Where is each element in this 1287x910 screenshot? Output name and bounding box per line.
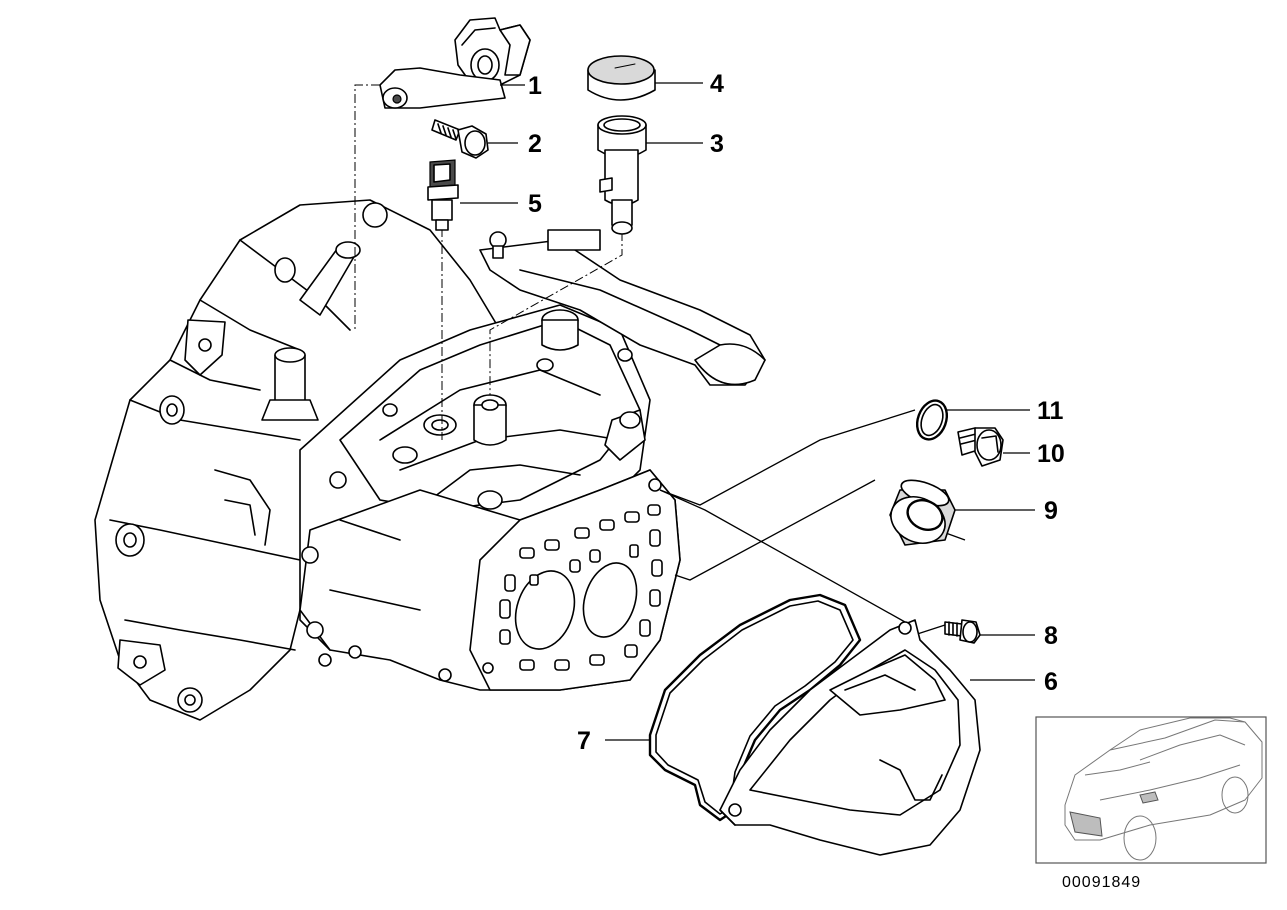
callout-2: 2 bbox=[528, 130, 542, 158]
part-7-gasket[interactable] bbox=[648, 593, 862, 822]
part-9-seal[interactable] bbox=[883, 475, 956, 552]
callout-5: 5 bbox=[528, 190, 542, 218]
vehicle-inset bbox=[1035, 716, 1267, 864]
part-2-bolt[interactable] bbox=[431, 119, 489, 159]
diagram-reference-number: 00091849 bbox=[1062, 874, 1141, 891]
callout-9: 9 bbox=[1044, 497, 1058, 525]
part-4-cap[interactable] bbox=[587, 55, 656, 101]
callout-7: 7 bbox=[577, 727, 591, 755]
part-8-bolt[interactable] bbox=[944, 619, 981, 644]
callout-6: 6 bbox=[1044, 668, 1058, 696]
housing-perforations bbox=[499, 504, 663, 671]
callout-4: 4 bbox=[710, 70, 724, 98]
part-1-shift-bracket[interactable] bbox=[379, 17, 531, 109]
callout-11: 11 bbox=[1037, 397, 1064, 425]
callout-3: 3 bbox=[710, 130, 724, 158]
callout-10: 10 bbox=[1037, 440, 1065, 468]
part-5-sensor[interactable] bbox=[427, 159, 459, 231]
callout-leaders bbox=[460, 82, 1035, 741]
callout-1: 1 bbox=[528, 72, 542, 100]
callout-labels: 1 2 3 4 5 6 7 8 9 10 11 bbox=[528, 70, 1065, 755]
car-icon bbox=[1064, 717, 1263, 861]
part-3-sleeve[interactable] bbox=[597, 115, 647, 235]
part-11-o-ring[interactable] bbox=[912, 396, 952, 443]
part-6-cover[interactable] bbox=[719, 619, 981, 856]
gearbox-housing bbox=[94, 199, 766, 721]
part-10-plug[interactable] bbox=[957, 427, 1004, 467]
callout-8: 8 bbox=[1044, 622, 1058, 650]
